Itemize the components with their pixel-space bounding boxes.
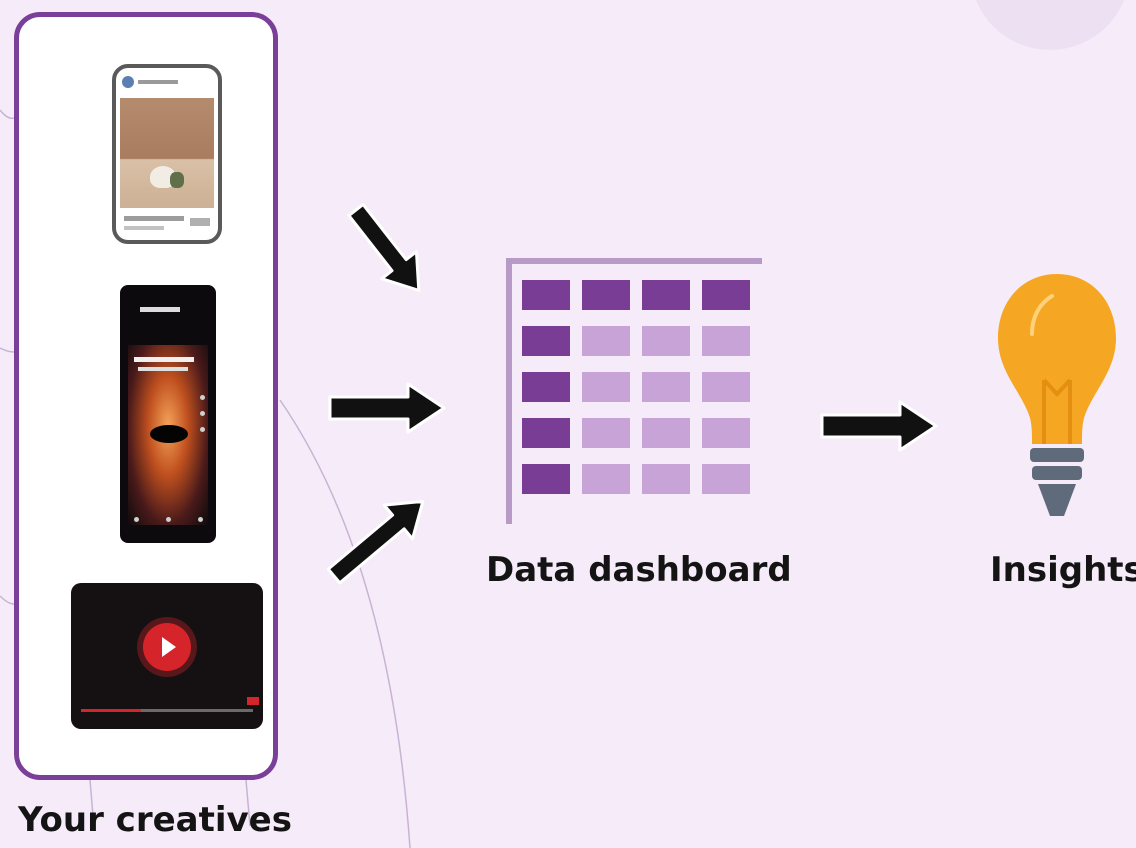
dashboard-cell-light	[702, 418, 750, 448]
decorative-line-b	[245, 779, 251, 827]
lightbulb-icon	[998, 274, 1116, 516]
dashboard-cell-light	[582, 372, 630, 402]
dashboard-cell-light	[642, 418, 690, 448]
video-progress-track	[81, 709, 253, 712]
side-icon-dot	[200, 395, 205, 400]
corner-circle	[975, 0, 1125, 50]
dashboard-cell-light	[642, 326, 690, 356]
creatives-panel	[14, 12, 278, 780]
decorative-curve-left-low	[0, 595, 15, 605]
phone-story-thumbnail	[120, 285, 216, 543]
dashboard-cell-light	[582, 418, 630, 448]
dashboard-left-rule	[506, 258, 512, 524]
avatar	[122, 76, 134, 88]
dashboard-cell-light	[582, 464, 630, 494]
dashboard-cell-dark	[702, 280, 750, 310]
social-post-thumbnail	[112, 64, 222, 244]
nav-dot	[198, 517, 203, 522]
video-progress-fill	[81, 709, 141, 712]
decorative-line-a	[89, 779, 95, 829]
caption-line	[124, 226, 164, 230]
arrow-up-right-icon	[326, 499, 425, 585]
dashboard-cell-dark	[642, 280, 690, 310]
nav-dot	[166, 517, 171, 522]
dashboard-top-rule	[506, 258, 762, 264]
play-icon	[143, 623, 191, 671]
dashboard-cell-dark	[522, 418, 570, 448]
decorative-curve-left-mid	[0, 347, 15, 353]
dashboard-cell-light	[642, 372, 690, 402]
vase-shape	[150, 166, 176, 188]
dashboard-cell-light	[702, 326, 750, 356]
dashboard-cell-dark	[522, 372, 570, 402]
dashboard-cell-dark	[522, 280, 570, 310]
creatives-label: Your creatives	[18, 800, 292, 840]
dashboard-cell-dark	[522, 326, 570, 356]
story-header-line	[140, 307, 180, 312]
input-arrows	[326, 202, 446, 585]
plant-shape	[170, 172, 184, 188]
story-text-line	[134, 357, 194, 362]
arrow-right-icon	[820, 400, 938, 452]
black-hole-shape	[150, 425, 188, 443]
post-button-shape	[190, 218, 210, 226]
dashboard-cell-light	[702, 372, 750, 402]
post-photo	[120, 98, 214, 208]
post-author-line	[138, 80, 178, 84]
nav-dot	[134, 517, 139, 522]
caption-line	[124, 216, 184, 221]
insights-label: Insights	[990, 550, 1136, 590]
dashboard-cell-light	[642, 464, 690, 494]
decorative-curve	[279, 399, 411, 848]
decorative-curve-left-top	[0, 109, 15, 120]
dashboard-cell-dark	[582, 280, 630, 310]
story-text-line	[138, 367, 188, 371]
dashboard-cell-light	[582, 326, 630, 356]
dashboard-cell-dark	[522, 464, 570, 494]
video-thumbnail	[71, 583, 263, 729]
dashboard-label: Data dashboard	[486, 550, 792, 590]
side-icon-dot	[200, 411, 205, 416]
data-dashboard-grid	[506, 258, 762, 524]
arrow-right-icon	[328, 382, 446, 434]
arrow-down-right-icon	[347, 202, 421, 292]
side-icon-dot	[200, 427, 205, 432]
dashboard-cell-light	[702, 464, 750, 494]
video-badge	[247, 697, 259, 705]
